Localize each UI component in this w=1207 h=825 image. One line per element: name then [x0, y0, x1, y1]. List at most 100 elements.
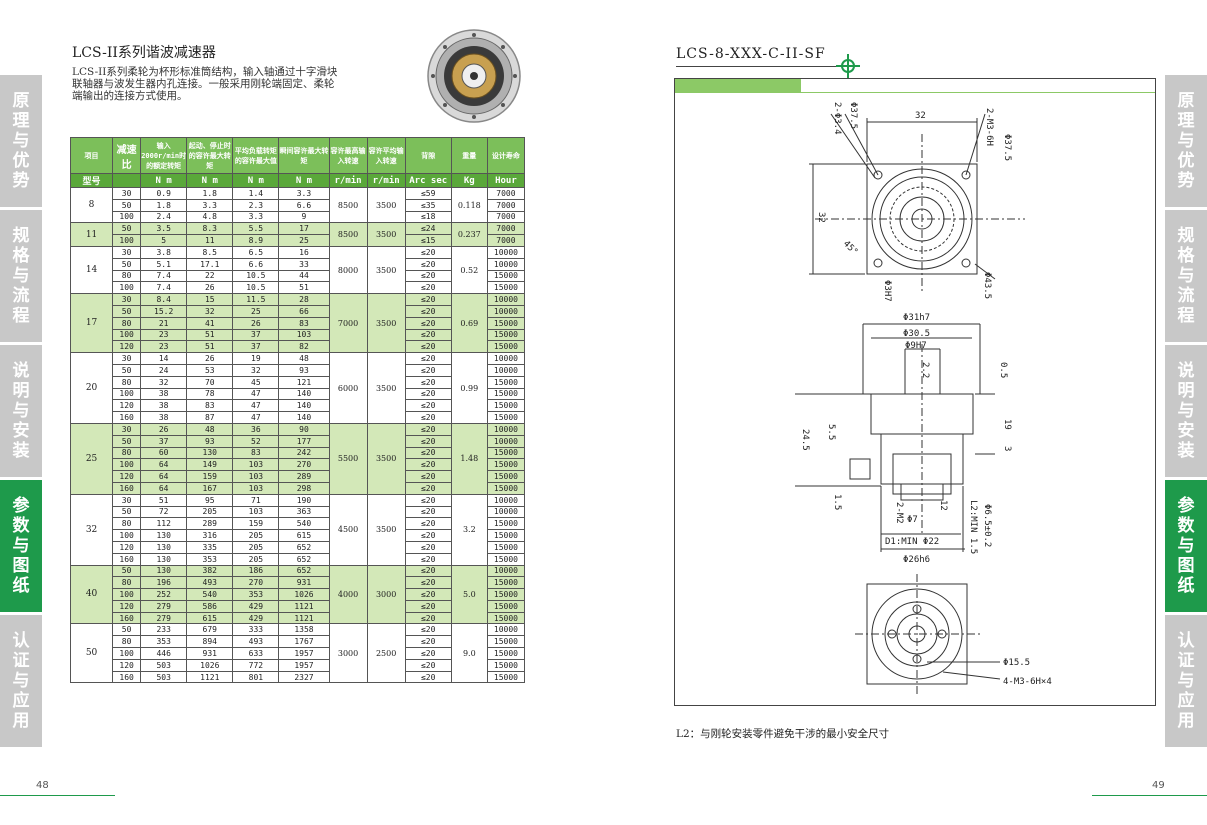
table-cell: 15.2	[140, 304, 188, 318]
table-cell: 0.237	[450, 222, 488, 247]
footer-line-left	[0, 795, 115, 796]
table-cell: 8500	[328, 222, 368, 247]
svg-text:Φ7: Φ7	[907, 515, 918, 525]
table-cell: 95	[186, 493, 234, 507]
header-avg-load: 平均负载转矩的容许最大值	[232, 137, 280, 174]
page-number-left: 48	[36, 780, 49, 791]
table-cell: 30	[112, 245, 142, 259]
table-cell: 103	[232, 505, 280, 519]
table-cell: 353	[140, 635, 188, 649]
side-tab-4[interactable]: 参数与图纸	[0, 480, 42, 612]
table-cell: 1957	[278, 658, 330, 672]
table-cell: 3500	[366, 422, 406, 495]
svg-text:5.5: 5.5	[826, 424, 836, 440]
table-cell: 64	[140, 458, 188, 472]
table-cell: 64	[140, 481, 188, 495]
table-cell: 0.118	[450, 186, 488, 224]
table-cell: 429	[232, 599, 280, 613]
table-cell: 5.0	[450, 564, 488, 625]
svg-text:4-M3-6H×4: 4-M3-6H×4	[1003, 677, 1052, 687]
table-cell: 289	[186, 517, 234, 531]
table-cell: 130	[140, 552, 188, 566]
table-cell: 196	[140, 576, 188, 590]
table-cell: 11.5	[232, 293, 280, 306]
table-cell: 38	[140, 411, 188, 424]
table-cell: 7000	[486, 198, 526, 212]
table-cell: 149	[186, 458, 234, 472]
side-tab-2-right[interactable]: 规格与流程	[1165, 210, 1207, 342]
table-cell: 540	[186, 588, 234, 601]
svg-text:0.5: 0.5	[998, 362, 1008, 378]
side-tab-3[interactable]: 说明与安装	[0, 345, 42, 477]
table-cell: 11	[69, 222, 114, 247]
svg-text:45°: 45°	[841, 239, 860, 258]
table-cell: ≤20	[404, 293, 452, 306]
table-cell: 72	[140, 505, 188, 519]
header-item: 项目	[69, 137, 114, 174]
table-cell: 15000	[486, 658, 526, 672]
table-cell: 2327	[278, 670, 330, 684]
table-cell: 15000	[486, 540, 526, 554]
table-header-row: 项目 减速比 输入2000r/min时的额定转矩 起动、停止时的容许最大转矩 平…	[69, 137, 526, 174]
unit-cell: Kg	[450, 173, 488, 188]
side-tab-3-right[interactable]: 说明与安装	[1165, 345, 1207, 477]
table-cell: 2500	[366, 623, 406, 684]
table-cell: 1.48	[450, 422, 488, 495]
svg-text:2.2: 2.2	[920, 362, 930, 378]
table-cell: 615	[278, 529, 330, 542]
side-tab-1-right[interactable]: 原理与优势	[1165, 75, 1207, 207]
table-cell: 10000	[486, 352, 526, 365]
table-cell: 205	[232, 529, 280, 542]
table-cell: 14	[69, 245, 114, 295]
table-cell: 9.0	[450, 623, 488, 684]
table-cell: 10000	[486, 293, 526, 306]
table-cell: 10000	[486, 564, 526, 578]
table-cell: 0.99	[450, 352, 488, 424]
side-tab-5[interactable]: 认证与应用	[0, 615, 42, 747]
table-cell: 26	[186, 281, 234, 295]
table-cell: 652	[278, 564, 330, 578]
svg-text:Φ6.5±0.2: Φ6.5±0.2	[982, 504, 992, 547]
svg-text:2-M3-6H: 2-M3-6H	[984, 108, 994, 146]
table-cell: 679	[186, 623, 234, 637]
table-cell: 120	[112, 470, 142, 483]
table-cell: 15000	[486, 269, 526, 283]
side-tab-1[interactable]: 原理与优势	[0, 75, 42, 207]
table-cell: 26	[232, 316, 280, 330]
table-cell: 30	[112, 293, 142, 306]
table-cell: 48	[186, 422, 234, 436]
side-tab-2[interactable]: 规格与流程	[0, 210, 42, 342]
side-tab-4-right[interactable]: 参数与图纸	[1165, 480, 1207, 612]
table-cell: ≤20	[404, 245, 452, 259]
drawing-title: LCS-8-XXX-C-II-SF	[676, 46, 826, 62]
table-cell: 121	[278, 375, 330, 389]
table-cell: 41	[186, 316, 234, 330]
table-cell: 83	[232, 446, 280, 460]
table-cell: 51	[278, 281, 330, 295]
side-tab-5-right[interactable]: 认证与应用	[1165, 615, 1207, 747]
table-cell: ≤20	[404, 529, 452, 542]
table-cell: 10000	[486, 434, 526, 448]
table-cell: 100	[112, 281, 142, 295]
table-cell: 3.2	[450, 493, 488, 566]
table-cell: 10000	[486, 363, 526, 377]
table-cell: 70	[186, 375, 234, 389]
table-cell: 4500	[328, 493, 368, 566]
header-strip-line	[800, 92, 1155, 93]
page-title: LCS-II系列谐波减速器	[72, 45, 216, 61]
svg-text:Φ15.5: Φ15.5	[1003, 658, 1030, 668]
table-cell: ≤20	[404, 446, 452, 460]
table-cell: 80	[112, 635, 142, 649]
table-cell: 1358	[278, 623, 330, 637]
table-cell: 48	[278, 352, 330, 365]
crosshair-icon	[836, 54, 860, 78]
right-side-tabs: 原理与优势 规格与流程 说明与安装 参数与图纸 认证与应用	[1165, 75, 1207, 750]
table-cell: 120	[112, 540, 142, 554]
svg-text:19: 19	[1002, 419, 1012, 430]
